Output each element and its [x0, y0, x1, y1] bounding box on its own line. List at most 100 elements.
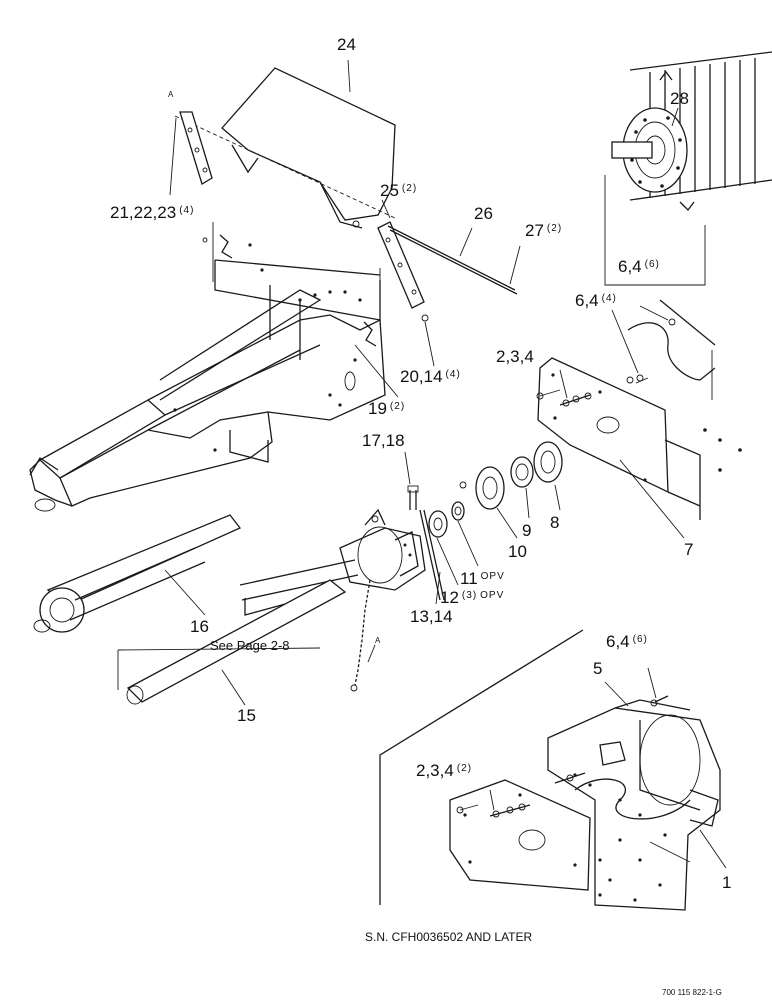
frame-bolts: [173, 243, 362, 452]
leader-1: [699, 829, 727, 869]
callout-number: 7: [684, 540, 694, 559]
leader-16: [164, 569, 206, 616]
callout-number: 6,4: [606, 632, 630, 651]
callout-number: 17,18: [362, 431, 405, 450]
inset-gasket: [574, 778, 691, 820]
callout-number: 26: [474, 204, 493, 223]
callout-quantity: (4): [445, 369, 461, 380]
callout-27: 27(2): [525, 222, 562, 239]
leader-25: [381, 199, 391, 219]
leader-5: [604, 681, 629, 707]
side-panel-curve: [627, 322, 716, 381]
callout-number: 15: [237, 706, 256, 725]
callout-number: 24: [337, 35, 356, 54]
figure-id: 700 115 822-1-G: [662, 988, 722, 997]
callout-10: 10: [508, 543, 527, 560]
leader-24: [347, 59, 351, 93]
callout-24: 24: [337, 36, 356, 53]
callout-number: 28: [670, 89, 689, 108]
callout-number: 2,3,4: [496, 347, 534, 366]
callout-6-4-b: 6,4(4): [575, 292, 617, 309]
leader-19: [354, 344, 399, 398]
callout-quantity: (4): [601, 293, 617, 304]
leader-27: [509, 245, 521, 285]
callout-2-3-4-a: 2,3,4: [496, 348, 534, 365]
flange-10: [475, 466, 505, 510]
leader-234b: [489, 789, 495, 811]
ref-letter: A: [375, 636, 381, 645]
leader-11: [457, 520, 479, 567]
callout-quantity: (2): [401, 183, 418, 194]
callout-number: 2,3,4: [416, 761, 454, 780]
ref-marker-a-top: A: [168, 90, 173, 99]
callout-suffix: OPV: [480, 571, 505, 582]
callout-19: 19(2): [368, 400, 405, 417]
leader-7: [619, 459, 685, 539]
leader-10: [496, 507, 518, 539]
callout-2-3-4-b: 2,3,4(2): [416, 762, 472, 779]
leader-26: [459, 227, 473, 257]
left-bracket: [179, 111, 213, 185]
callout-number: 5: [593, 659, 603, 678]
leader-234a: [559, 369, 568, 399]
callout-quantity: (6): [632, 634, 648, 645]
bracket-line-64a: [604, 175, 706, 286]
callout-number: 27: [525, 221, 544, 240]
leader-28: [671, 107, 679, 127]
right-bracket: [377, 221, 425, 309]
callout-number: 19: [368, 399, 387, 418]
rod-part: [387, 225, 516, 291]
baler-drum: [611, 51, 772, 211]
leader-a-chain: [367, 644, 376, 663]
callout-6-4-a: 6,4(6): [618, 258, 660, 275]
ref-letter: A: [168, 90, 174, 99]
callout-number: 25: [380, 181, 399, 200]
grease-fitting-17: [409, 490, 417, 510]
inset-plate: [449, 779, 591, 891]
callout-13-14: 13,14: [410, 608, 453, 625]
callout-quantity: (2): [456, 763, 473, 774]
callout-26: 26: [474, 205, 493, 222]
callout-suffix: OPV: [480, 590, 505, 601]
serial-number-note: S.N. CFH0036502 AND LATER: [365, 930, 532, 944]
callout-20-14: 20,14(4): [400, 368, 461, 385]
leader-1718: [404, 451, 411, 485]
spacer-12: [428, 510, 448, 538]
washer-11: [451, 501, 465, 521]
leader-64b: [611, 309, 639, 374]
latch-clips: [202, 234, 377, 347]
callout-number: 6,4: [575, 291, 599, 310]
inset-bolts: [456, 695, 669, 818]
hinge-dashed-line: [174, 115, 396, 219]
callout-number: 9: [522, 521, 532, 540]
callout-15: 15: [237, 707, 256, 724]
callout-quantity: (2): [389, 401, 406, 412]
leader-a-left: [169, 117, 177, 196]
figure-id-text: 700 115 822-1-G: [662, 988, 722, 997]
leader-8: [554, 484, 561, 511]
serial-note-text: S.N. CFH0036502 AND LATER: [365, 930, 533, 944]
callout-number: 21,22,23: [110, 203, 177, 222]
callout-number: 6,4: [618, 257, 642, 276]
callout-21-22-23: 21,22,23(4): [110, 204, 194, 221]
callout-17-18: 17,18: [362, 432, 405, 449]
side-wall-holes: [703, 428, 742, 472]
callout-5: 5: [593, 660, 602, 677]
callout-number: 1: [722, 873, 732, 892]
callout-12: 12(3)OPV: [440, 589, 504, 606]
callout-quantity: (6): [644, 259, 660, 270]
see-page-note: See Page 2-8: [210, 638, 290, 653]
safety-chain: [354, 579, 371, 686]
callout-number: 20,14: [400, 367, 443, 386]
callout-number: 10: [508, 542, 527, 561]
callout-number: 11: [460, 569, 478, 588]
callout-25: 25(2): [380, 182, 417, 199]
callout-16: 16: [190, 618, 209, 635]
bolts-234: [536, 389, 592, 407]
callout-quantity: (3): [461, 590, 478, 601]
callout-1: 1: [722, 874, 731, 891]
callout-quantity: (4): [179, 205, 195, 216]
callout-number: 16: [190, 617, 209, 636]
